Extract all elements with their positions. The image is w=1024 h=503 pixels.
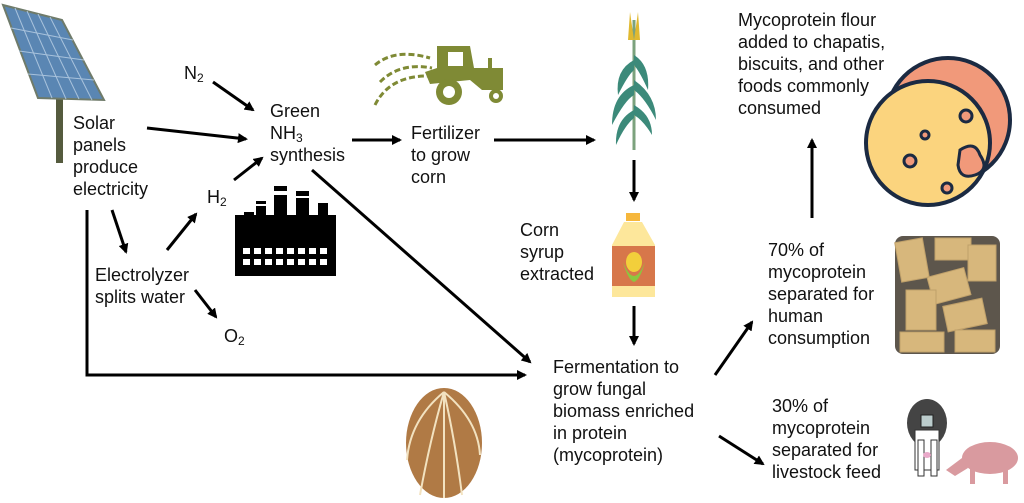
corn-syrup-label: Corn syrup extracted <box>520 219 594 285</box>
n2-label: N2 <box>184 62 204 84</box>
nh3-base: NH <box>270 123 296 143</box>
fermentation-label: Fermentation to grow fungal biomass enri… <box>553 356 694 466</box>
h2-sub: 2 <box>220 195 227 209</box>
fertilizer-label: Fertilizer to grow corn <box>411 122 480 188</box>
arrow-electrolyzer-to-o2 <box>193 289 218 319</box>
arrow-fermentation-to-human <box>713 320 754 376</box>
n2-base: N <box>184 63 197 83</box>
livestock-line: separated for <box>772 440 879 460</box>
solar-line: electricity <box>73 179 149 199</box>
arrow-nh3-to-fermentation <box>311 168 532 364</box>
corn-plant-icon <box>612 12 656 150</box>
arrow-electrolyzer-to-h2 <box>165 212 198 251</box>
solar-line: Solar <box>73 113 116 133</box>
flour-line: foods commonly <box>738 76 870 96</box>
electrolyzer-line: splits water <box>95 287 186 307</box>
nh3-line2: NH3 <box>270 122 345 144</box>
livestock-line: mycoprotein <box>772 418 871 438</box>
arrow-h2-to-nh3 <box>233 156 264 182</box>
nh3-line1: Green <box>270 101 321 121</box>
nh3-line3: synthesis <box>270 145 346 165</box>
h2-base: H <box>207 187 220 207</box>
fungus-icon <box>406 388 482 498</box>
o2-label: O2 <box>224 325 245 347</box>
arrow-solar-to-electrolyzer <box>110 209 129 254</box>
chapati-icon <box>864 56 1012 207</box>
corn-syrup-line: Corn <box>520 220 560 240</box>
fermentation-line: (mycoprotein) <box>553 445 664 465</box>
arrow-fermentation-to-livestock <box>718 434 765 466</box>
solar-line: panels <box>73 135 127 155</box>
human-line: mycoprotein <box>768 262 867 282</box>
tractor-icon <box>373 46 503 106</box>
solar-line: produce <box>73 157 139 177</box>
corn-syrup-line: syrup <box>520 242 565 262</box>
syrup-bottle-icon <box>612 213 655 297</box>
corn-syrup-line: extracted <box>520 264 595 284</box>
human-consumption-label: 70% of mycoprotein separated for human c… <box>768 239 874 349</box>
flour-line: added to chapatis, <box>738 32 886 52</box>
electrolyzer-label: Electrolyzer splits water <box>95 264 189 308</box>
flour-line: Mycoprotein flour <box>738 10 877 30</box>
arrow-solar-to-fermentation <box>85 210 527 380</box>
fermentation-line: grow fungal <box>553 379 647 399</box>
fermentation-line: Fermentation to <box>553 357 680 377</box>
arrow-n2-to-nh3 <box>212 80 255 112</box>
fermentation-line: in protein <box>553 423 628 443</box>
livestock-line: 30% of <box>772 396 829 416</box>
n2-sub: 2 <box>197 71 204 85</box>
human-line: consumption <box>768 328 871 348</box>
mycoprotein-flour-label: Mycoprotein flour added to chapatis, bis… <box>738 9 885 119</box>
green-nh3-label: Green NH3 synthesis <box>270 100 345 166</box>
livestock-feed-label: 30% of mycoprotein separated for livesto… <box>772 395 881 483</box>
o2-base: O <box>224 326 239 346</box>
human-line: separated for <box>768 284 875 304</box>
flour-line: biscuits, and other <box>738 54 885 74</box>
nh3-sub: 3 <box>296 131 303 145</box>
human-line: 70% of <box>768 240 825 260</box>
cow-icon <box>907 399 947 477</box>
flour-line: consumed <box>738 98 822 118</box>
fertilizer-line: Fertilizer <box>411 123 481 143</box>
fertilizer-line: to grow <box>411 145 471 165</box>
human-line: human <box>768 306 824 326</box>
pig-icon <box>946 442 1018 484</box>
solar-label: Solar panels produce electricity <box>73 112 148 200</box>
fertilizer-line: corn <box>411 167 447 187</box>
factory-icon <box>235 186 336 276</box>
livestock-line: livestock feed <box>772 462 882 482</box>
solar-panel-icon <box>1 3 106 163</box>
o2-sub: 2 <box>238 334 245 348</box>
fermentation-line: biomass enriched <box>553 401 695 421</box>
mycoprotein-blocks-icon <box>894 236 1000 354</box>
arrow-solar-to-nh3 <box>146 126 248 144</box>
h2-label: H2 <box>207 186 227 208</box>
electrolyzer-line: Electrolyzer <box>95 265 190 285</box>
